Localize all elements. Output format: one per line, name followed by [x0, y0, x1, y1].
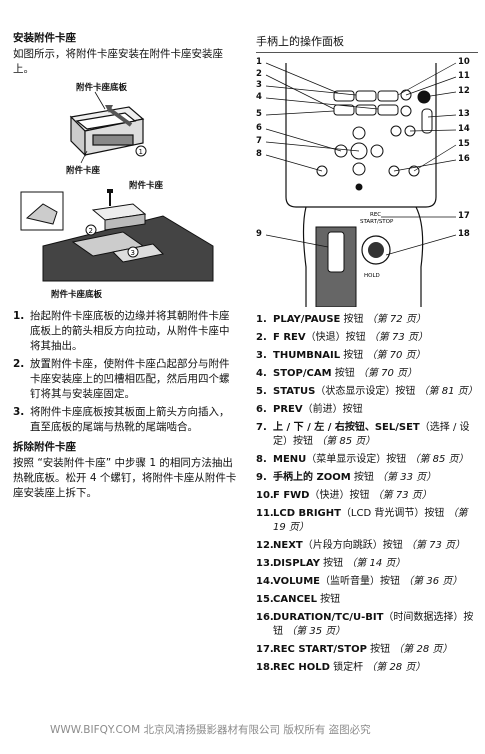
callout-7: 7	[256, 136, 262, 146]
install-steps: 1.抬起附件卡座底板的边缘并将其朝附件卡座底板上的箭头相反方向拉动，从附件卡座中…	[13, 309, 238, 435]
watermark: WWW.BIFQY.COM 北京风清扬摄影器材有限公司 版权所有 盗图必究	[50, 724, 371, 736]
figure-attach-shoe: 2 3 附件卡座	[13, 181, 238, 284]
list-item: 6.PREV（前进）按钮	[256, 404, 363, 415]
callout-16: 16	[458, 154, 470, 164]
hold-label: HOLD	[364, 273, 380, 279]
list-item: 17.REC START/STOP 按钮 （第 28 页）	[256, 644, 453, 655]
callout-6: 6	[256, 123, 262, 133]
callout-11: 11	[458, 71, 470, 81]
label-shoe-base: 附件卡座底板	[76, 83, 128, 93]
fig2-callout-3: 3	[131, 249, 135, 257]
button-list: 1.PLAY/PAUSE 按钮 （第 72 页） 2.F REV（快退）按钮 （…	[256, 313, 478, 675]
callout-15: 15	[458, 139, 470, 149]
section-title: 手柄上的操作面板	[256, 33, 478, 53]
remove-text: 按照 “安装附件卡座” 中步骤 1 的相同方法抽出热靴底板。松开 4 个螺钉，将…	[13, 457, 237, 499]
callout-2: 2	[256, 69, 262, 79]
callout-13: 13	[458, 109, 470, 119]
fig2-callout-2: 2	[89, 227, 93, 235]
callout-1: 1	[256, 57, 262, 67]
list-item: 13.DISPLAY 按钮 （第 14 页）	[256, 558, 406, 569]
callout-17: 17	[458, 211, 470, 221]
list-item: 8.MENU（菜单显示设定）按钮 （第 85 页）	[256, 454, 469, 465]
list-item: 15.CANCEL 按钮	[256, 594, 341, 605]
callout-14: 14	[458, 124, 470, 134]
shoe-illustration-2: 2 3	[20, 189, 214, 282]
right-column: 手柄上的操作面板	[256, 33, 478, 679]
list-item: 16.DURATION/TC/U-BIT（时间数据选择）按钮 （第 35 页）	[256, 612, 474, 637]
list-item: 10.F FWD（快进）按钮 （第 73 页）	[256, 490, 432, 501]
callout-9: 9	[256, 229, 262, 239]
list-item: 12.NEXT（片段方向跳跃）按钮 （第 73 页）	[256, 540, 466, 551]
fig1-callout: 1	[139, 148, 143, 156]
step-item: 2.放置附件卡座，使附件卡座凸起部分与附件卡座安装座上的凹槽相匹配，然后用四个螺…	[13, 358, 230, 400]
list-item: 3.THUMBNAIL 按钮 （第 70 页）	[256, 350, 426, 361]
callout-18: 18	[458, 229, 470, 239]
label-shoe: 附件卡座	[66, 166, 101, 176]
list-item: 14.VOLUME（监听音量）按钮 （第 36 页）	[256, 576, 463, 587]
list-item: 18.REC HOLD 锁定杆 （第 28 页）	[256, 662, 426, 673]
install-intro: 如图所示，将附件卡座安装在附件卡座安装座上。	[13, 48, 223, 75]
callout-4: 4	[256, 92, 262, 102]
shoe-illustration-1: 1	[69, 91, 147, 164]
step-item: 1.抬起附件卡座底板的边缘并将其朝附件卡座底板上的箭头相反方向拉动，从附件卡座中…	[13, 310, 230, 352]
list-item: 4.STOP/CAM 按钮 （第 70 页）	[256, 368, 417, 379]
callout-10: 10	[458, 57, 470, 67]
figure-remove-base: 1 附件卡座底板 附件卡座	[13, 81, 238, 176]
handle-panel-illustration: REC START/STOP HOLD	[265, 62, 457, 307]
list-item: 11.LCD BRIGHT（LCD 背光调节）按钮 （第 19 页）	[256, 508, 468, 533]
list-item: 7.上 / 下 / 左 / 右按钮、SEL/SET（选择 / 设定）按钮 （第 …	[256, 422, 470, 447]
install-heading: 安装附件卡座	[13, 32, 76, 44]
left-column: 安装附件卡座 如图所示，将附件卡座安装在附件卡座安装座上。 1 附件卡座底板 附…	[13, 30, 238, 501]
callout-5: 5	[256, 109, 262, 119]
step-item: 3.将附件卡座底板按其板面上箭头方向插入，直至底板的尾端与热靴的尾端啮合。	[13, 406, 230, 433]
rec-label: REC	[370, 212, 381, 218]
remove-heading: 拆除附件卡座	[13, 441, 76, 453]
label-shoe-2: 附件卡座	[129, 181, 164, 191]
callout-3: 3	[256, 80, 262, 90]
callout-12: 12	[458, 86, 470, 96]
list-item: 9.手柄上的 ZOOM 按钮 （第 33 页）	[256, 472, 437, 483]
list-item: 2.F REV（快退）按钮 （第 73 页）	[256, 332, 428, 343]
list-item: 5.STATUS（状态显示设定）按钮 （第 81 页）	[256, 386, 478, 397]
start-stop-label: START/STOP	[360, 219, 394, 225]
handle-panel-diagram: REC START/STOP HOLD	[256, 57, 478, 307]
label-shoe-base-2: 附件卡座底板	[51, 290, 103, 300]
callout-8: 8	[256, 149, 262, 159]
list-item: 1.PLAY/PAUSE 按钮 （第 72 页）	[256, 314, 426, 325]
